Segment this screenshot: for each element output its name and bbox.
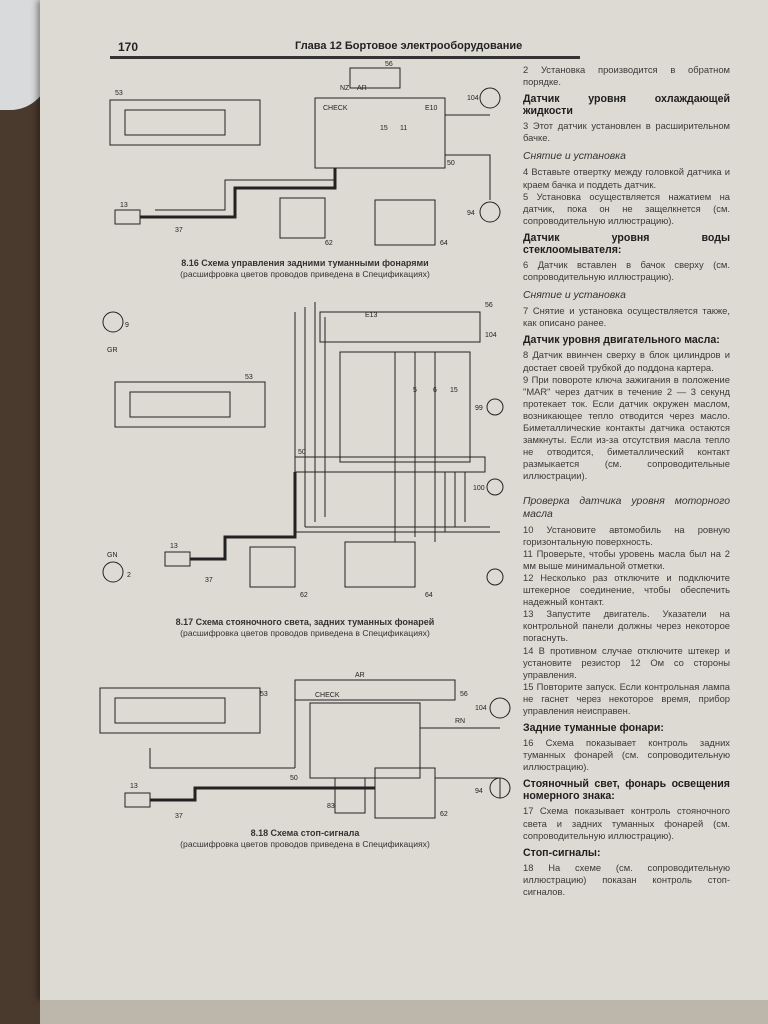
label: 62 <box>300 592 308 599</box>
paragraph: 12 Несколько раз отключите и подключите … <box>523 572 730 608</box>
label: GN <box>107 552 118 559</box>
label: 13 <box>170 543 178 550</box>
label: 2 <box>127 572 131 579</box>
paragraph: 5 Установка осуществляется нажатием на д… <box>523 190 730 226</box>
figure-number: 8.16 <box>181 258 199 268</box>
label: 15 <box>380 125 388 132</box>
label: AR <box>357 85 367 92</box>
figure-number: 8.17 <box>175 617 194 627</box>
wiring-diagram-8-18: 53 56 104 94 13 37 83 62 50 CHECK RN AR <box>99 672 511 820</box>
label: 11 <box>400 125 407 132</box>
figure-number: 8.18 <box>250 828 269 838</box>
subsection-heading: Снятие и установка <box>523 151 626 163</box>
label: 104 <box>475 705 487 712</box>
label: 99 <box>475 405 483 412</box>
label: 50 <box>290 775 298 782</box>
label: 13 <box>130 783 138 790</box>
paragraph: 16 Схема показывает контроль задних тума… <box>523 737 730 773</box>
label: 50 <box>298 449 306 456</box>
paragraph: 11 Проверьте, чтобы уровень масла был на… <box>523 547 730 571</box>
paragraph: 17 Схема показывает контроль стояночного… <box>523 805 730 841</box>
page-edge <box>40 1000 768 1024</box>
section-heading: Датчик уровня охлаждающей жидкости <box>523 93 730 118</box>
label: 50 <box>447 160 455 167</box>
figure-caption-8-17: 8.17 Схема стояночного света, задних тум… <box>110 617 500 639</box>
header-rule <box>110 56 580 59</box>
label: 64 <box>440 240 448 247</box>
paragraph: 9 При повороте ключа зажигания в положен… <box>523 373 730 482</box>
label: 13 <box>120 202 128 209</box>
label: 9 <box>125 322 129 329</box>
paragraph: 8 Датчик ввинчен сверху в блок цилиндров… <box>523 349 730 373</box>
wiring-diagram-8-16: 53 56 E10 104 94 13 37 62 64 50 CHECK AR… <box>109 61 501 247</box>
label: 37 <box>175 227 183 234</box>
section-heading: Стояночный свет, фонарь освещения номерн… <box>523 778 730 803</box>
label: AR <box>355 672 365 679</box>
paragraph: 7 Снятие и установка осуществляется такж… <box>523 305 730 329</box>
label: 56 <box>460 691 468 698</box>
label: 62 <box>325 240 333 247</box>
label: 53 <box>245 374 253 381</box>
label: 100 <box>473 485 485 492</box>
text-column: 2 Установка производится в обратном поря… <box>523 64 730 898</box>
figure-title: Схема стояночного света, задних туманных… <box>195 617 435 627</box>
label: 56 <box>485 302 493 309</box>
paragraph: 13 Запустите двигатель. Указатели на кон… <box>523 608 730 644</box>
label: CHECK <box>323 105 348 112</box>
figure-note: (расшифровка цветов проводов приведена в… <box>180 269 430 279</box>
book-page <box>40 0 768 1000</box>
label: 104 <box>467 95 479 102</box>
wiring-diagram-8-17: 9 53 56 E13 104 99 100 2 13 37 62 64 50 … <box>102 302 504 599</box>
section-heading: Датчик уровня воды стеклоомывателя: <box>523 231 730 256</box>
label: 53 <box>115 90 123 97</box>
label: 15 <box>450 387 458 394</box>
page-number: 170 <box>118 40 139 54</box>
figure-title: Схема управления задними туманными фонар… <box>201 258 429 268</box>
figure-title: Схема стоп-сигнала <box>270 828 360 838</box>
label: CHECK <box>315 692 340 699</box>
label: NZ <box>340 85 350 92</box>
label: 94 <box>467 210 475 217</box>
label: 37 <box>205 577 213 584</box>
label: 94 <box>475 788 483 795</box>
label: RN <box>455 718 465 725</box>
figure-caption-8-18: 8.18 Схема стоп-сигнала (расшифровка цве… <box>110 828 500 850</box>
figure-note: (расшифровка цветов проводов приведена в… <box>180 839 430 849</box>
paragraph: 3 Этот датчик установлен в расширительно… <box>523 120 730 144</box>
paragraph: 10 Установите автомобиль на ровную гориз… <box>523 523 730 547</box>
label: GR <box>107 347 118 354</box>
label: 64 <box>425 592 433 599</box>
subsection-heading: Проверка датчика уровня моторного масла <box>523 496 730 520</box>
paragraph: 18 На схеме (см. сопроводительную иллюст… <box>523 861 730 897</box>
label: 6 <box>433 387 437 394</box>
label: 104 <box>485 332 497 339</box>
paragraph: 2 Установка производится в обратном поря… <box>523 64 730 88</box>
figure-caption-8-16: 8.16 Схема управления задними туманными … <box>110 258 500 280</box>
label: 56 <box>385 61 393 68</box>
label: E13 <box>365 312 378 319</box>
label: E10 <box>425 105 438 112</box>
paragraph: 14 В противном случае отключите штекер и… <box>523 644 730 680</box>
label: 37 <box>175 813 183 820</box>
section-heading: Стоп-сигналы: <box>523 846 601 859</box>
subsection-heading: Снятие и установка <box>523 290 626 302</box>
paragraph: 15 Повторите запуск. Если контрольная ла… <box>523 680 730 717</box>
label: 83 <box>327 803 335 810</box>
label: 5 <box>413 387 417 394</box>
section-heading: Датчик уровня двигательного масла: <box>523 334 720 347</box>
label: 62 <box>440 811 448 818</box>
figure-note: (расшифровка цветов проводов приведена в… <box>180 628 430 638</box>
chapter-title: Глава 12 Бортовое электрооборудование <box>295 40 523 52</box>
label: 53 <box>260 691 268 698</box>
paragraph: 4 Вставьте отвертку между головкой датчи… <box>523 166 730 190</box>
paragraph: 6 Датчик вставлен в бачок сверху (см. со… <box>523 258 730 283</box>
section-heading: Задние туманные фонари: <box>523 722 664 735</box>
